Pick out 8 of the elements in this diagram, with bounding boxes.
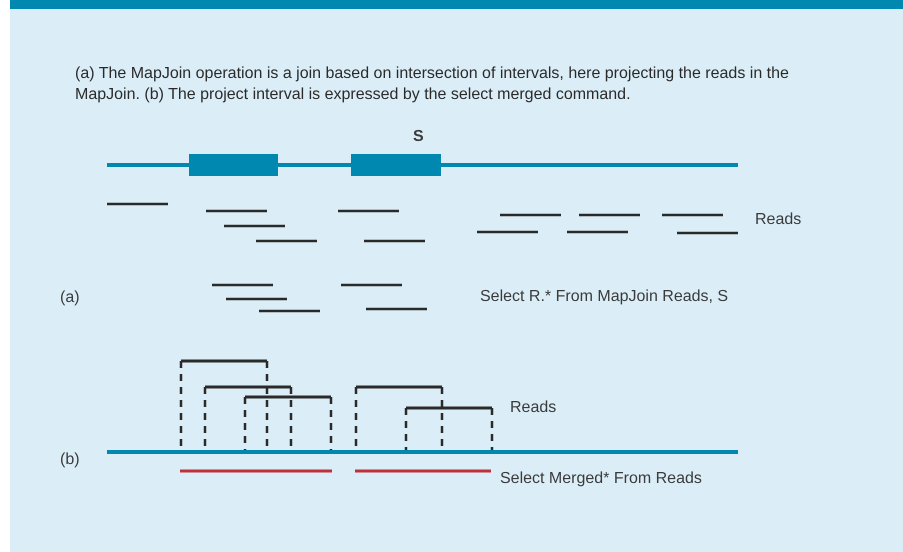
reads-label: Reads [755, 210, 802, 230]
query-text: Select Merged* From Reads [500, 469, 702, 489]
panel-label: (a) [60, 288, 80, 308]
reads-label: Reads [510, 398, 556, 418]
query-text: Select R.* From MapJoin Reads, S [480, 287, 728, 307]
sequence-label: S [413, 127, 424, 147]
panel-label: (b) [60, 450, 80, 470]
caption: (a) The MapJoin operation is a join based on intersection of intervals, here projecting the reads in the MapJoin. (b) The project interval is expressed by the select merged command. [75, 64, 790, 105]
